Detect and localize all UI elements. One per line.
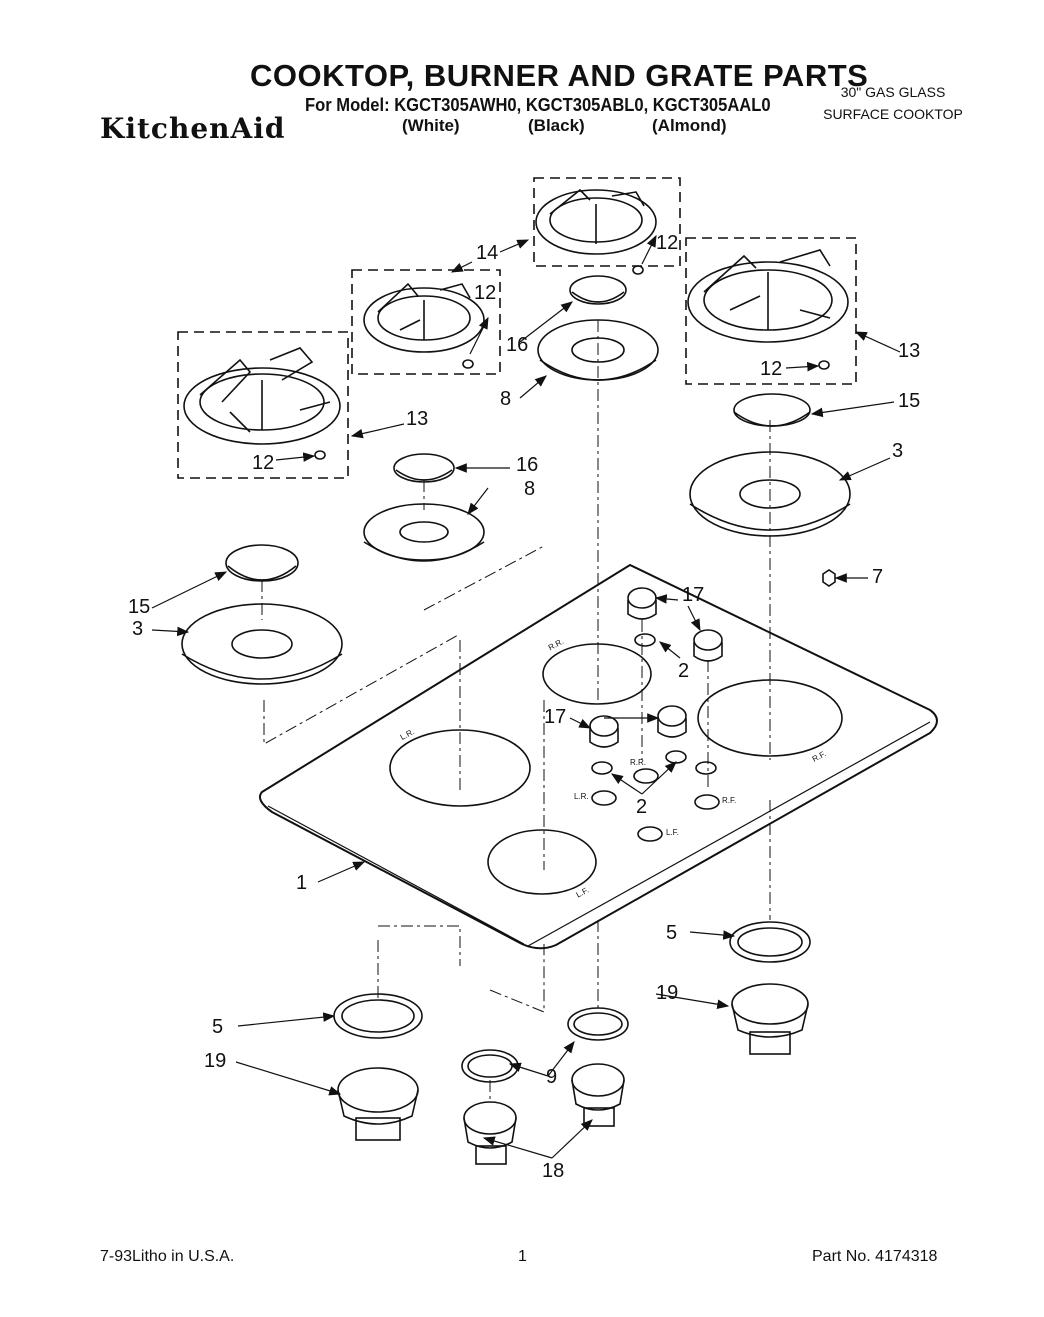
callout-5: 5 bbox=[212, 1016, 224, 1038]
color-white: (White) bbox=[402, 116, 460, 135]
callout-14: 14 bbox=[476, 242, 499, 264]
color-almond: (Almond) bbox=[652, 116, 727, 135]
page-title: COOKTOP, BURNER AND GRATE PARTS bbox=[250, 58, 869, 93]
knob bbox=[693, 629, 723, 662]
callout-8: 8 bbox=[524, 478, 536, 500]
callout-12: 12 bbox=[656, 232, 679, 254]
knob bbox=[627, 587, 657, 620]
callout-12: 12 bbox=[252, 452, 275, 474]
hole-lr bbox=[389, 729, 531, 807]
callout-3: 3 bbox=[132, 618, 144, 640]
footer-page-number: 1 bbox=[518, 1248, 527, 1265]
model-line: For Model: KGCT305AWH0, KGCT305ABL0, KGC… bbox=[305, 95, 771, 115]
knob bbox=[657, 705, 687, 738]
callout-18: 18 bbox=[542, 1160, 565, 1182]
callout-2: 2 bbox=[636, 796, 648, 818]
callout-9: 9 bbox=[546, 1066, 558, 1088]
callout-19: 19 bbox=[204, 1050, 227, 1072]
callout-15: 15 bbox=[898, 390, 921, 412]
hole-rr bbox=[542, 643, 652, 705]
knob bbox=[589, 715, 619, 748]
callout-7: 7 bbox=[872, 566, 884, 588]
callout-8: 8 bbox=[500, 388, 512, 410]
callout-12: 12 bbox=[474, 282, 497, 304]
callout-19: 19 bbox=[656, 982, 679, 1004]
knob-label-lf: L.F. bbox=[666, 828, 679, 837]
product-type-line1: 30" GAS GLASS bbox=[840, 84, 946, 100]
callout-12: 12 bbox=[760, 358, 783, 380]
callout-17: 17 bbox=[682, 584, 705, 606]
callout-15: 15 bbox=[128, 596, 151, 618]
callout-16: 16 bbox=[506, 334, 529, 356]
color-black: (Black) bbox=[528, 116, 585, 135]
footer-part-number: Part No. 4174318 bbox=[812, 1248, 938, 1265]
product-type-line2: SURFACE COOKTOP bbox=[823, 106, 963, 122]
knob-label-rf: R.F. bbox=[722, 796, 737, 805]
footer-litho: 7-93Litho in U.S.A. bbox=[100, 1248, 235, 1265]
callout-1: 1 bbox=[296, 872, 308, 894]
knob-label-lr: L.R. bbox=[574, 792, 589, 801]
callout-16: 16 bbox=[516, 454, 539, 476]
callout-17: 17 bbox=[544, 706, 567, 728]
callout-5: 5 bbox=[666, 922, 678, 944]
brand-logo: KitchenAid bbox=[100, 112, 286, 145]
hole-lf bbox=[487, 829, 597, 895]
callout-13: 13 bbox=[406, 408, 429, 430]
callout-2: 2 bbox=[678, 660, 690, 682]
callout-13: 13 bbox=[898, 340, 921, 362]
callout-3: 3 bbox=[892, 440, 904, 462]
knob-label-rr: R.R. bbox=[630, 758, 646, 767]
